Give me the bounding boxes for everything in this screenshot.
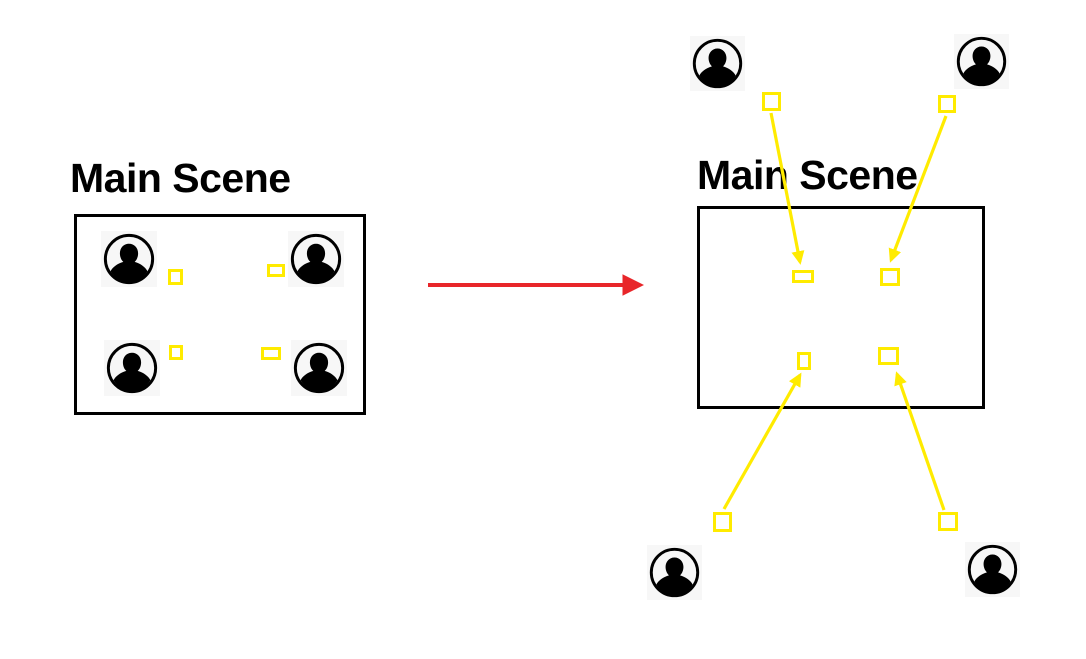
inner-marker-bottom-left [797,352,811,370]
marker-top-left [168,269,183,285]
person-bottom-left-avatar [104,340,160,396]
marker-bottom-left [169,345,183,360]
left-scene-title: Main Scene [70,155,291,201]
inner-marker-bottom-right [878,347,899,365]
person-bottom-right-avatar [291,340,347,396]
outer-marker-top-right [938,95,956,113]
person-outer-bottom-right-avatar [965,542,1020,597]
left-scene-box [74,214,366,415]
outer-marker-top-left [762,92,781,111]
person-top-right-avatar [288,231,344,287]
person-top-left-avatar [101,231,157,287]
outer-marker-bottom-right [938,512,958,531]
person-outer-bottom-left-avatar [647,545,702,600]
right-scene-title: Main Scene [697,152,918,198]
marker-top-right [267,264,285,277]
outer-marker-bottom-left [713,512,732,532]
person-outer-top-right-avatar [954,34,1009,89]
person-outer-top-left-avatar [690,36,745,91]
right-scene-box [697,206,985,409]
inner-marker-top-left [792,270,814,283]
inner-marker-top-right [880,268,900,286]
marker-bottom-right [261,347,281,360]
